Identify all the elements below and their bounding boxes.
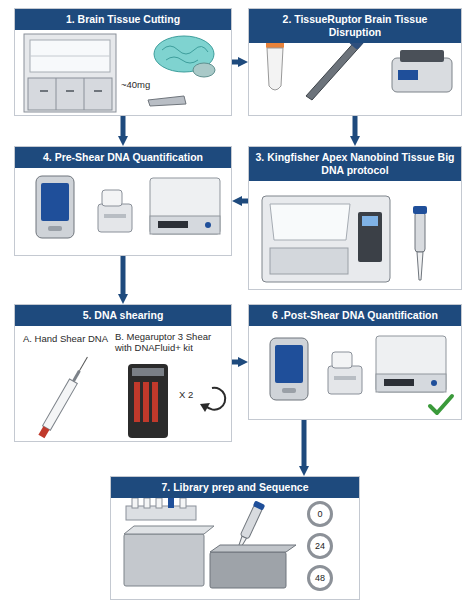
- step-panel: 7. Library prep and Sequence 0 24 48: [110, 476, 360, 600]
- step-panel: 3. Kingfisher Apex Nanobind Tissue Big D…: [248, 146, 462, 290]
- timepoint-label: 24: [315, 541, 325, 551]
- flow-arrow: [121, 256, 126, 296]
- panel-label: B. Megaruptor 3 Shear with DNAFluid+ kit: [115, 331, 227, 353]
- flow-arrow: [353, 116, 358, 138]
- timepoint-circle: 24: [307, 533, 333, 559]
- flow-arrow: [232, 60, 240, 65]
- panel-label: A. Hand Shear DNA: [23, 333, 113, 344]
- timepoint-circle: 48: [307, 565, 333, 591]
- flow-arrow: [121, 116, 126, 138]
- step-panel: 1. Brain Tissue Cutting ~40mg: [14, 8, 232, 116]
- step-heading: 3. Kingfisher Apex Nanobind Tissue Big D…: [249, 147, 461, 181]
- step-panel: 4. Pre-Shear DNA Quantification: [14, 146, 232, 256]
- step-heading: 7. Library prep and Sequence: [111, 477, 359, 498]
- step-heading: 2. TissueRuptor Brain Tissue Disruption: [249, 9, 461, 43]
- panel-label: X 2: [179, 389, 209, 400]
- flow-arrow: [232, 360, 240, 365]
- step-heading: 4. Pre-Shear DNA Quantification: [15, 147, 231, 168]
- step-heading: 1. Brain Tissue Cutting: [15, 9, 231, 30]
- step-heading: 5. DNA shearing: [15, 305, 231, 326]
- timepoint-circle: 0: [307, 501, 333, 527]
- step-panel: 6 .Post-Shear DNA Quantification: [248, 304, 462, 420]
- step-panel: 5. DNA shearing A. Hand Shear DNAB. Megar…: [14, 304, 232, 442]
- flow-arrow: [240, 199, 248, 204]
- step-heading: 6 .Post-Shear DNA Quantification: [249, 305, 461, 326]
- step-panel: 2. TissueRuptor Brain Tissue Disruption: [248, 8, 462, 116]
- panel-label: ~40mg: [121, 79, 171, 90]
- timepoint-label: 0: [317, 509, 322, 519]
- flow-arrow: [302, 420, 307, 468]
- timepoint-label: 48: [315, 573, 325, 583]
